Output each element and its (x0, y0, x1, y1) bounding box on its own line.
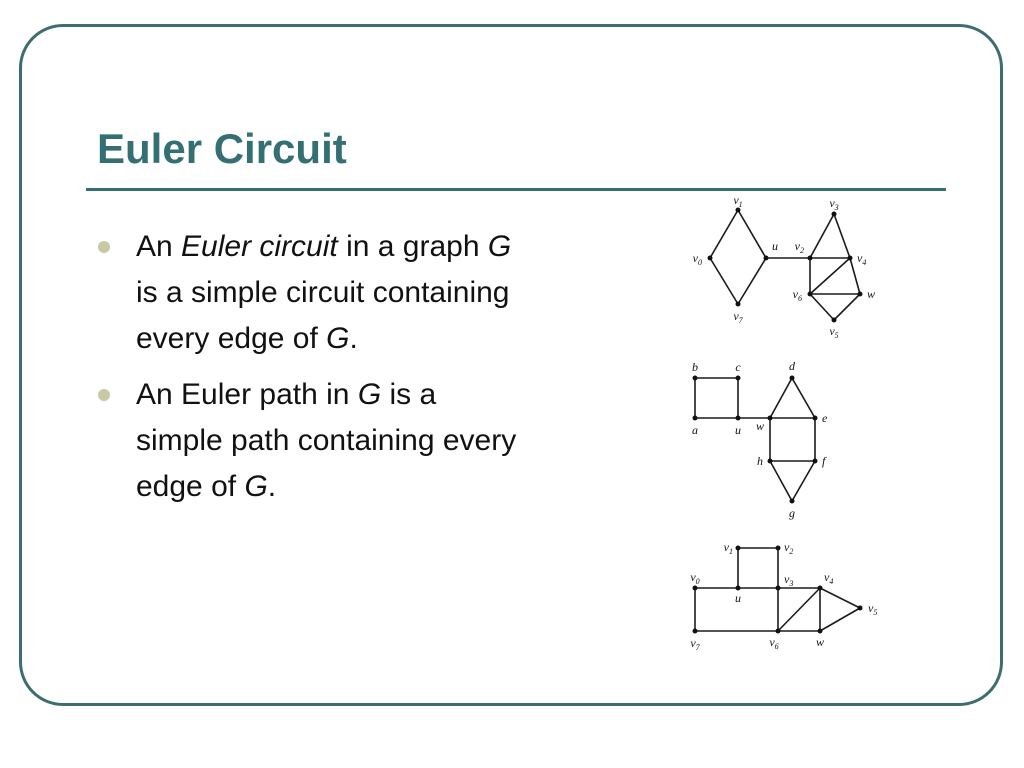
bullet-text-run: An Euler path in (136, 378, 358, 411)
graph-1-vertex-label: v1 (733, 196, 742, 209)
graph-2-vertex-label: b (692, 360, 698, 374)
graph-3: v1 v2 v0 u v3 v4 v5 v7 v6 w (690, 540, 877, 652)
graph-2-vertex-b (692, 375, 698, 381)
graph-3-vertex-u (735, 585, 741, 591)
bullet-text-run: G (357, 378, 382, 411)
graph-3-vertex-label: w (816, 635, 824, 649)
bullet-text-run: . (349, 322, 358, 355)
graph-1-vertex-label: v6 (793, 287, 802, 303)
graph-1-vertex-v0 (707, 255, 713, 261)
graph-1: v1 v0 v7 u v2 v3 v4 v6 w v5 (693, 196, 875, 340)
graph-1-edge-v0-v1 (709, 209, 739, 259)
graph-3-vertex-label: v3 (784, 572, 793, 588)
graph-1-edge-v1-u (737, 209, 767, 259)
graph-1-vertex-w (857, 291, 863, 297)
graph-3-vertex-label: v6 (769, 635, 778, 651)
bullet-list: An Euler circuit in a graph G is a simpl… (97, 224, 517, 520)
graph-1-vertex-u (763, 255, 769, 261)
graph-2-vertex-label: f (822, 454, 827, 468)
graph-1-vertex-label: v0 (693, 251, 702, 267)
bullet-text-run: is a simple path containing every edge o… (136, 378, 517, 503)
graph-2-vertex-h (767, 458, 773, 464)
graph-1-vertex-v5 (831, 317, 837, 323)
bullet-text-run: is a simple circuit containing every edg… (136, 276, 510, 355)
graph-2-vertex-f (812, 458, 818, 464)
graph-2-edge-w-d (769, 377, 793, 419)
graph-3-vertex-label: v7 (690, 636, 700, 652)
graph-1-vertex-label: u (772, 239, 778, 253)
graph-2-vertex-g (789, 498, 795, 504)
graph-2-vertex-u (735, 415, 741, 421)
graph-3-edge-v4-v5 (819, 587, 861, 609)
graph-1-edge-v2-v3 (809, 213, 835, 259)
graph-2-vertex-label: d (789, 359, 796, 373)
bullet-text-run: G (326, 322, 350, 355)
bullet-text-run: in a graph (337, 230, 488, 263)
bullet-text-run: G (244, 470, 268, 503)
graph-3-vertex-label: u (735, 591, 741, 605)
bullet-euler-path: An Euler path in G is a simple path cont… (97, 372, 517, 510)
graph-2-vertex-label: u (735, 423, 741, 437)
graph-2-vertex-label: w (756, 419, 764, 433)
graph-3-vertex-v2 (775, 545, 781, 551)
graph-1-vertex-v4 (847, 255, 853, 261)
graph-2-vertex-e (812, 415, 818, 421)
graph-3-vertex-v3 (775, 585, 781, 591)
graph-3-vertex-label: v5 (868, 601, 877, 617)
bullet-text-run: . (267, 470, 277, 503)
graph-1-edge-u-v7 (737, 257, 767, 305)
graph-2: b c a u d w e h f g (692, 359, 828, 520)
graph-3-vertex-v0 (692, 585, 698, 591)
graph-3-vertex-v6 (775, 628, 781, 634)
graph-2-vertex-a (692, 415, 698, 421)
bullet-euler-circuit: An Euler circuit in a graph G is a simpl… (97, 224, 517, 362)
slide-title: Euler Circuit (97, 125, 347, 172)
graph-1-vertex-label: v7 (733, 309, 743, 325)
slide-frame (19, 24, 1003, 706)
graph-1-edge-v4-v6 (809, 257, 851, 295)
graph-3-vertex-v4 (817, 585, 823, 591)
bullet-text-run: An (136, 230, 182, 263)
graph-2-vertex-label: a (692, 423, 698, 437)
graph-3-edge-v4-v6 (777, 587, 821, 632)
graph-1-vertex-label: w (867, 287, 875, 301)
graph-1-edge-v4-w (849, 257, 861, 295)
graph-3-vertex-v5 (857, 605, 863, 611)
graph-2-vertex-label: e (822, 411, 828, 425)
graph-3-vertex-w (817, 628, 823, 634)
graph-1-edge-w-v5 (833, 293, 861, 321)
graph-2-edge-d-e (791, 377, 816, 419)
graph-1-vertex-v3 (831, 211, 837, 217)
graph-3-vertex-v7 (692, 628, 698, 634)
graph-1-vertex-v1 (735, 207, 741, 213)
graph-3-vertex-label: v1 (724, 540, 733, 556)
graph-2-vertex-w (767, 415, 773, 421)
graph-3-vertex-v1 (735, 545, 741, 551)
graph-1-vertex-v7 (735, 301, 741, 307)
graph-3-vertex-label: v4 (824, 570, 833, 586)
bullet-text-run: Euler circuit (181, 230, 338, 263)
graph-2-edge-h-g (769, 460, 793, 502)
graph-1-vertex-label: v4 (857, 251, 866, 267)
graph-2-vertex-label: h (757, 454, 763, 468)
graph-1-edge-v3-v4 (833, 213, 851, 259)
graph-3-vertex-label: v0 (690, 570, 699, 586)
graph-2-edge-f-g (791, 460, 816, 502)
graph-1-vertex-v2 (807, 255, 813, 261)
graph-1-vertex-v6 (807, 291, 813, 297)
graph-1-edge-v7-v0 (709, 257, 739, 305)
graph-2-vertex-d (789, 375, 795, 381)
graph-2-vertex-label: g (789, 506, 795, 520)
graph-2-vertex-label: c (735, 360, 741, 374)
graph-3-vertex-label: v2 (784, 540, 793, 556)
graph-2-vertex-c (735, 375, 741, 381)
title-underline (86, 188, 946, 191)
graph-1-vertex-label: v3 (829, 196, 838, 212)
graph-1-edge-v6-v5 (809, 293, 835, 321)
bullet-text-run: G (487, 230, 512, 263)
graph-3-edge-w-v5 (819, 607, 861, 632)
graph-1-vertex-label: v2 (795, 239, 804, 255)
graph-1-vertex-label: v5 (829, 324, 838, 340)
